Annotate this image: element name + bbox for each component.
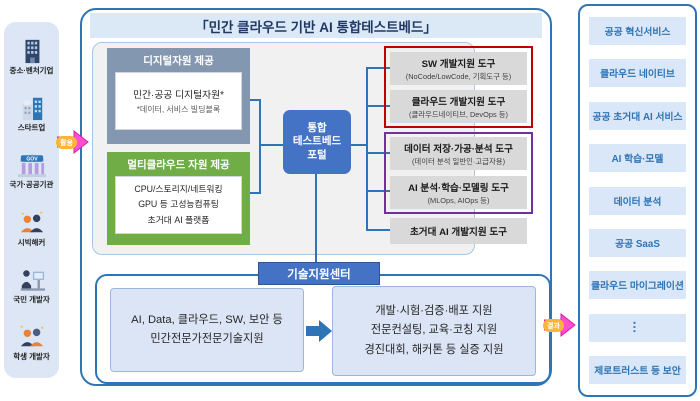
connector-line bbox=[351, 144, 368, 146]
ellipsis-glyph: … bbox=[630, 320, 645, 335]
multicloud-resource-detail: CPU/스토리지/네트워킹 GPU 등 고성능컴퓨팅 초거대 AI 플랫폼 bbox=[115, 176, 242, 234]
tech-support-title: 기술지원센터 bbox=[258, 262, 380, 285]
hub-line2: 테스트베드 bbox=[292, 135, 342, 148]
hub-line1: 통합 bbox=[307, 121, 327, 134]
tool-title: 데이터 저장·가공·분석 도구 bbox=[404, 143, 513, 155]
actor-label: 시빅해커 bbox=[17, 237, 46, 247]
digital-resource-line1: 민간·공공 디지털자원* bbox=[133, 90, 224, 101]
connector-line bbox=[259, 144, 283, 146]
actor-label: 스타트업 bbox=[17, 122, 46, 132]
result-item-public-hyperscale-ai: 공공 초거대 AI 서비스 bbox=[589, 101, 686, 130]
connector-line bbox=[315, 174, 317, 264]
support-services-line1: 개발·시험·검증·배포 지원 bbox=[375, 304, 493, 317]
tool-cloud-dev: 클라우드 개발지원 도구 (클라우드네이티브, DevOps 등) bbox=[390, 90, 527, 123]
tool-title: SW 개발지원 도구 bbox=[421, 58, 496, 70]
actor-label: 학생 개발자 bbox=[13, 352, 50, 362]
government-building-icon: GOV bbox=[17, 153, 46, 178]
support-experts-line1: AI, Data, 클라우드, SW, 보안 등 bbox=[131, 313, 283, 326]
tool-ai-modeling: AI 분석·학습·모델링 도구 (MLOps, AIOps 등) bbox=[390, 176, 527, 209]
multicloud-line: CPU/스토리지/네트워킹 bbox=[134, 183, 223, 194]
result-item-data-analysis: 데이터 분석 bbox=[589, 186, 686, 215]
office-building-icon bbox=[25, 39, 39, 63]
actor-civic-hacker: 시빅해커 bbox=[17, 210, 47, 248]
actor-citizen-developer: 국민 개발자 bbox=[13, 267, 50, 305]
tool-title: AI 분석·학습·모델링 도구 bbox=[408, 182, 509, 194]
usage-flow-label: 활용 bbox=[56, 136, 77, 149]
support-services-line3: 경진대회, 해커톤 등 실증 지원 bbox=[364, 343, 504, 356]
integrated-testbed-portal: 통합 테스트베드 포털 bbox=[283, 110, 351, 174]
usage-flow-arrow: 활용 bbox=[56, 128, 89, 156]
digital-resource-detail: 민간·공공 디지털자원* *데이터, 서비스 빌딩블록 bbox=[115, 72, 242, 130]
startup-buildings-icon bbox=[22, 97, 42, 121]
connector-line bbox=[249, 192, 261, 194]
actor-student-developer: 학생 개발자 bbox=[13, 324, 50, 362]
tool-subtitle: (MLOps, AIOps 등) bbox=[427, 195, 490, 205]
developer-desk-icon bbox=[20, 270, 45, 291]
support-arrow-icon bbox=[306, 320, 332, 342]
actor-sidebar: 중소·벤처기업 스타트업 bbox=[4, 22, 59, 378]
support-services-line2: 전문컨설팅, 교육·코칭 지원 bbox=[370, 324, 498, 337]
result-item-public-saas: 공공 SaaS bbox=[589, 228, 686, 257]
multicloud-line: GPU 등 고성능컴퓨팅 bbox=[138, 199, 219, 210]
diagram-title: 「민간 클라우드 기반 AI 통합테스트베드」 bbox=[90, 13, 542, 38]
people-group-icon bbox=[20, 211, 43, 232]
result-item-public-innovation: 공공 혁신서비스 bbox=[589, 17, 686, 45]
tool-subtitle: (데이터 분석 일반인·고급자용) bbox=[411, 156, 506, 166]
support-experts-line2: 민간전문가전문기술지원 bbox=[150, 333, 264, 345]
tool-subtitle: (클라우드네이티브, DevOps 등) bbox=[409, 109, 508, 119]
support-experts-box: AI, Data, 클라우드, SW, 보안 등 민간전문가전문기술지원 bbox=[110, 288, 304, 372]
result-sidebar: 공공 혁신서비스 클라우드 네이티브 공공 초거대 AI 서비스 AI 학습·모… bbox=[578, 4, 697, 397]
result-item-cloud-migration: 클라우드 마이그레이션 bbox=[589, 271, 686, 300]
tool-sw-dev: SW 개발지원 도구 (NoCode/LowCode, 기획도구 등) bbox=[390, 52, 527, 85]
connector-line bbox=[366, 67, 368, 231]
connector-line bbox=[368, 67, 390, 69]
result-flow-label: 결과 bbox=[543, 319, 564, 332]
actor-label: 국민 개발자 bbox=[13, 294, 50, 304]
result-item-cloud-native: 클라우드 네이티브 bbox=[589, 59, 686, 88]
tool-data-analysis: 데이터 저장·가공·분석 도구 (데이터 분석 일반인·고급자용) bbox=[390, 137, 527, 170]
connector-line bbox=[368, 105, 390, 107]
multicloud-resource-box: 멀티클라우드 자원 제공 CPU/스토리지/네트워킹 GPU 등 고성능컴퓨팅 … bbox=[107, 152, 250, 245]
connector-line bbox=[368, 190, 390, 192]
actor-startup: 스타트업 bbox=[17, 95, 47, 133]
result-item-zero-trust: 제로트러스트 등 보안 bbox=[589, 356, 686, 384]
tool-title: 초거대 AI 개발지원 도구 bbox=[409, 227, 508, 238]
result-item-ellipsis: … bbox=[589, 313, 686, 342]
tool-title: 클라우드 개발지원 도구 bbox=[411, 96, 506, 108]
students-icon bbox=[20, 325, 43, 347]
result-flow-arrow: 결과 bbox=[543, 311, 576, 339]
multicloud-resource-header: 멀티클라우드 자원 제공 bbox=[127, 159, 230, 171]
digital-resource-header: 디지털자원 제공 bbox=[143, 55, 214, 67]
result-item-ai-model: AI 학습·모델 bbox=[589, 144, 686, 173]
support-services-box: 개발·시험·검증·배포 지원 전문컨설팅, 교육·코칭 지원 경진대회, 해커톤… bbox=[332, 286, 536, 376]
actor-government: GOV 국가·공공기관 bbox=[9, 152, 54, 190]
multicloud-line: 초거대 AI 플랫폼 bbox=[147, 214, 210, 225]
hub-line3: 포털 bbox=[307, 148, 327, 161]
connector-line bbox=[368, 229, 390, 231]
gov-sign-label: GOV bbox=[26, 157, 38, 163]
connector-line bbox=[368, 152, 390, 154]
connector-line bbox=[259, 99, 261, 194]
tool-subtitle: (NoCode/LowCode, 기획도구 등) bbox=[405, 71, 512, 81]
actor-label: 중소·벤처기업 bbox=[9, 65, 54, 75]
digital-resource-line2: *데이터, 서비스 빌딩블록 bbox=[136, 105, 221, 114]
actor-label: 국가·공공기관 bbox=[9, 180, 54, 190]
digital-resource-box: 디지털자원 제공 민간·공공 디지털자원* *데이터, 서비스 빌딩블록 bbox=[107, 48, 250, 144]
tool-hyperscale-ai: 초거대 AI 개발지원 도구 bbox=[390, 218, 527, 244]
connector-line bbox=[240, 99, 261, 101]
actor-sme: 중소·벤처기업 bbox=[9, 38, 54, 76]
